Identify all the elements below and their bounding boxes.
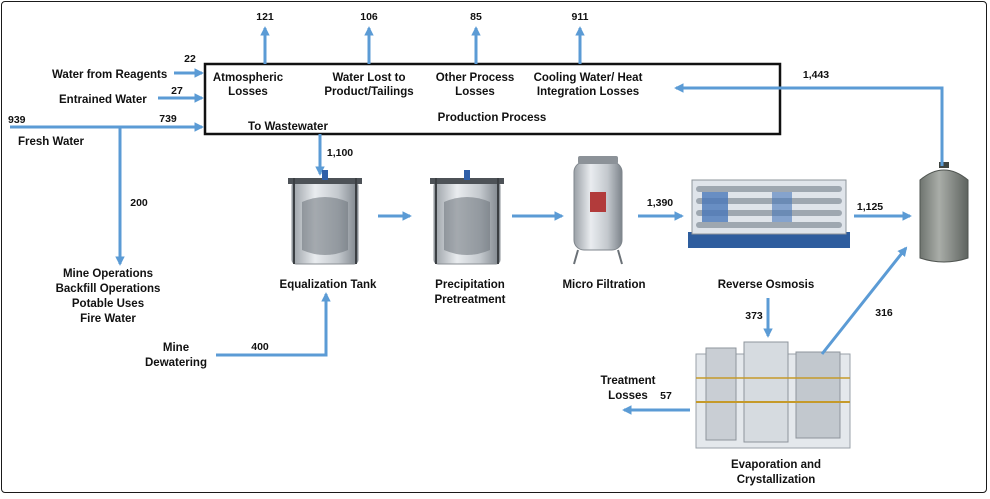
loss-product-tailings: 106 Water Lost to Product/Tailings xyxy=(324,11,413,98)
ro-to-tank-value: 1,125 xyxy=(857,201,883,213)
mine-dewatering-label-2: Dewatering xyxy=(145,357,207,369)
treatment-losses-label: Treatment xyxy=(601,375,656,387)
mine-operations-label: Mine Operations xyxy=(63,268,153,280)
precipitation-label: Precipitation xyxy=(435,279,505,291)
potable-uses-label: Potable Uses xyxy=(72,298,144,310)
treatment-losses-label-2: Losses xyxy=(608,390,648,402)
to-ro-value: 1,390 xyxy=(647,197,673,209)
recycle-arrow xyxy=(674,83,944,166)
entrained-label: Entrained Water xyxy=(59,94,147,106)
mine-dewatering-value: 400 xyxy=(251,341,269,353)
branch-value: 200 xyxy=(130,197,148,209)
wastewater-value: 1,100 xyxy=(327,147,353,159)
input-fresh-water: 939 Fresh Water 739 200 Mine Operations … xyxy=(8,113,204,325)
micro-filtration-label: Micro Filtration xyxy=(562,279,645,291)
equalization-tank-label: Equalization Tank xyxy=(280,279,378,291)
precipitation-label-2: Pretreatment xyxy=(435,294,506,306)
input-entrained: Entrained Water 27 xyxy=(59,85,204,106)
evap-to-tank-arrow xyxy=(820,246,908,355)
atmospheric-loss-label: Atmospheric xyxy=(213,72,284,84)
loss-other-process: 85 Other Process Losses xyxy=(436,11,515,98)
atmospheric-loss-label-2: Losses xyxy=(228,86,268,98)
treatment-losses-value: 57 xyxy=(660,390,672,402)
mine-dewatering-label: Mine xyxy=(163,342,189,354)
cooling-loss-value: 911 xyxy=(572,11,589,23)
loss-cooling-water: 911 Cooling Water/ Heat Integration Loss… xyxy=(534,11,643,98)
evaporation-label-2: Crystallization xyxy=(737,474,816,486)
product-loss-value: 106 xyxy=(360,11,378,23)
fresh-to-process-value: 739 xyxy=(159,113,177,125)
entrained-value: 27 xyxy=(171,85,183,97)
equalization-tank-image xyxy=(288,170,362,265)
to-wastewater-label: To Wastewater xyxy=(248,121,328,133)
reverse-osmosis-image xyxy=(688,179,850,248)
product-loss-label-2: Product/Tailings xyxy=(324,86,413,98)
reagents-value: 22 xyxy=(184,53,196,65)
other-loss-value: 85 xyxy=(470,11,482,23)
production-process-label: Production Process xyxy=(438,112,547,124)
evaporation-crystallization-image xyxy=(695,341,851,449)
reagents-label: Water from Reagents xyxy=(52,69,167,81)
fresh-water-value: 939 xyxy=(8,114,26,126)
reverse-osmosis-label: Reverse Osmosis xyxy=(718,279,815,291)
evap-to-tank-value: 316 xyxy=(875,307,893,319)
loss-atmospheric: 121 Atmospheric Losses xyxy=(213,11,284,98)
product-loss-label: Water Lost to xyxy=(332,72,405,84)
recycle-value: 1,443 xyxy=(803,69,829,81)
cooling-loss-label: Cooling Water/ Heat xyxy=(534,72,643,84)
other-loss-label: Other Process xyxy=(436,72,515,84)
atmospheric-loss-value: 121 xyxy=(256,11,274,23)
mine-dewatering-arrow xyxy=(216,292,331,357)
precipitation-tank-image xyxy=(430,170,504,265)
ro-to-evap-value: 373 xyxy=(745,310,763,322)
fire-water-label: Fire Water xyxy=(80,313,136,325)
production-process-box xyxy=(203,62,782,136)
backfill-operations-label: Backfill Operations xyxy=(56,283,161,295)
evaporation-label: Evaporation and xyxy=(731,459,821,471)
cooling-loss-label-2: Integration Losses xyxy=(537,86,639,98)
micro-filtration-image xyxy=(573,156,623,265)
storage-tank-image xyxy=(919,162,969,263)
input-reagents: Water from Reagents 22 xyxy=(52,53,204,81)
fresh-water-label: Fresh Water xyxy=(18,136,85,148)
other-loss-label-2: Losses xyxy=(455,86,495,98)
